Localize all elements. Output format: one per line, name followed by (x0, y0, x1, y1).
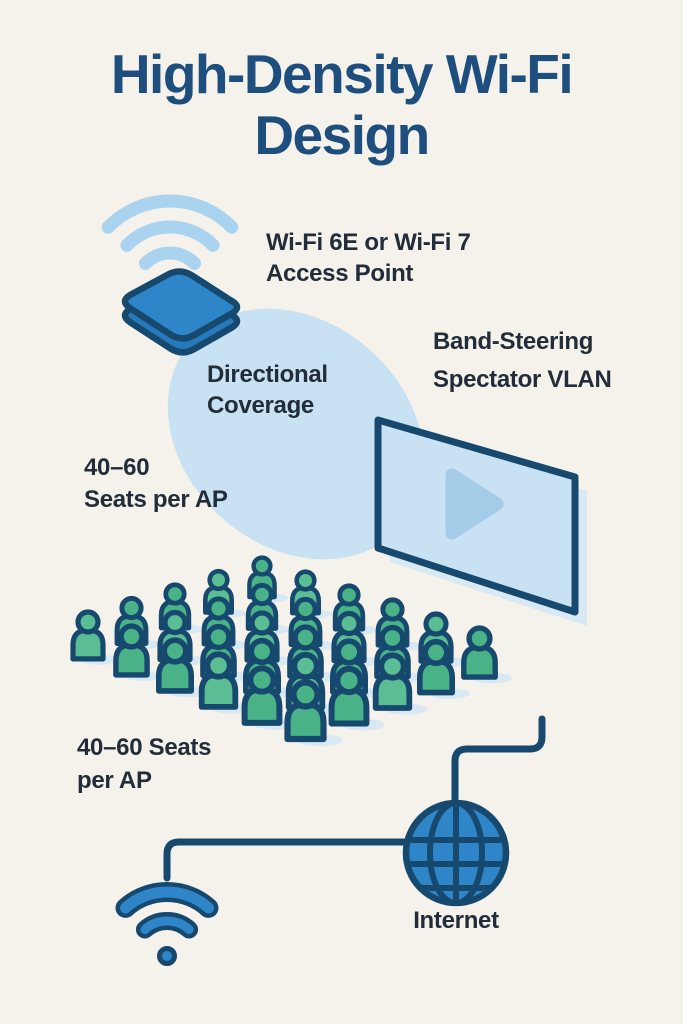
access-point-label-line1: Wi-Fi 6E or Wi-Fi 7 (266, 229, 471, 256)
person-icon (461, 625, 512, 684)
screen-icon (374, 416, 587, 626)
person-icon (328, 665, 385, 731)
person-icon (156, 637, 209, 698)
person-icon (284, 679, 343, 747)
globe-icon (402, 799, 510, 907)
wifi-arc-small (140, 916, 194, 934)
spectator-vlan-label: Spectator VLAN (433, 366, 612, 393)
connector-screen-to-globe (451, 715, 546, 808)
wifi-icon (115, 881, 219, 966)
page-title-line1: High-Density Wi-Fi (110, 43, 574, 105)
seats-per-ap-label-line1: 40–60 (84, 454, 150, 481)
access-point-label: Wi-Fi 6E or Wi-Fi 7 Access Point (266, 227, 471, 289)
page-title: High-Density Wi-Fi Design (0, 44, 683, 166)
person-icon (113, 623, 164, 682)
wifi-waves-icon (101, 194, 239, 270)
wifi-dot (157, 946, 177, 966)
directional-coverage-label-line1: Directional (207, 361, 328, 388)
crowd-icon (70, 555, 512, 747)
globe-grid (409, 806, 503, 900)
person-icon (372, 652, 428, 715)
directional-coverage-label-line2: Coverage (207, 392, 314, 419)
person-icon (70, 609, 119, 665)
seats-per-ap-bottom-label-line2: per AP (77, 767, 152, 794)
wifi-wave-medium (120, 220, 220, 252)
wifi-arc-large (120, 886, 214, 914)
person-icon (198, 651, 254, 714)
wifi-wave-large (101, 194, 239, 234)
features-label: Band-Steering Spectator VLAN (433, 323, 612, 399)
access-point-top (121, 268, 241, 342)
internet-label: Internet (394, 905, 518, 936)
access-point-icon (121, 268, 241, 356)
person-icon (417, 638, 470, 700)
coverage-ellipse (167, 308, 425, 560)
person-icon (114, 595, 162, 650)
connector-wifi-to-globe (163, 838, 412, 882)
seats-per-ap-label-line2: Seats per AP (84, 486, 228, 513)
directional-coverage-label: Directional Coverage (207, 359, 328, 421)
seats-per-ap-label: 40–60 Seats per AP (84, 452, 228, 516)
access-point-label-line2: Access Point (266, 260, 414, 287)
page-title-line2: Design (254, 104, 430, 166)
wifi-wave-small (139, 246, 201, 270)
seats-per-ap-bottom-label: 40–60 Seats per AP (77, 731, 211, 797)
play-icon (445, 468, 504, 540)
seats-per-ap-bottom-label-line1: 40–60 Seats (77, 734, 212, 761)
band-steering-label: Band-Steering (433, 328, 594, 355)
internet-label-text: Internet (413, 907, 499, 934)
